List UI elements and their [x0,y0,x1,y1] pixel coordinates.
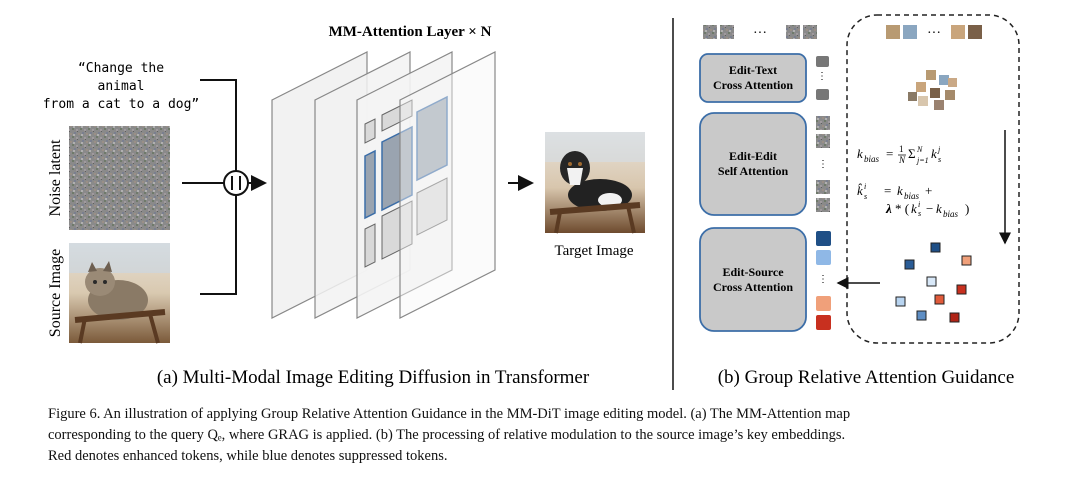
relative-guidance-region [846,14,1020,344]
modulated-token-scatter [895,242,972,323]
svg-text:i: i [918,200,920,209]
noise-latent-image [69,126,170,230]
edit-text-cross-attention-box [699,53,807,103]
svg-text:+: + [925,183,932,198]
edit-text-label-2: Cross Attention [713,78,793,92]
svg-text:⋮: ⋮ [818,274,828,285]
svg-text:k̂: k̂ [857,183,863,198]
svg-text:⋮: ⋮ [818,159,828,170]
svg-text:=: = [884,183,891,198]
svg-text:bias: bias [943,209,959,219]
svg-text:⋮: ⋮ [817,71,827,82]
prompt-line-1: “Change the [78,61,164,76]
prompt-line-2: animal [98,79,145,94]
svg-text:N: N [916,145,923,154]
noise-token-row: ··· [703,25,817,41]
target-image-label: Target Image [554,243,633,259]
svg-text:···: ··· [753,26,767,41]
svg-text:* (: * ( [895,201,909,216]
svg-text:···: ··· [927,26,941,41]
source-image [69,243,170,344]
source-token-column: ⋮ [816,231,831,330]
attention-layer-stack [271,51,496,319]
concat-icon [223,170,249,196]
svg-text:k: k [857,146,863,161]
edit-edit-label-2: Self Attention [718,164,789,178]
svg-text:λ: λ [885,201,892,216]
svg-text:bias: bias [864,154,880,164]
svg-text:1: 1 [899,144,904,154]
svg-text:j: j [937,145,941,154]
edit-token-column: ⋮ [816,116,830,212]
svg-text:k: k [911,201,917,216]
svg-text:s: s [864,192,867,201]
text-token-column: ⋮ [816,56,829,100]
subcaption-a: (a) Multi-Modal Image Editing Diffusion … [157,367,590,388]
edit-source-cross-attention-box [699,227,807,332]
figure-caption-line-3: Red denotes enhanced tokens, while blue … [48,448,448,464]
subcaption-b: (b) Group Relative Attention Guidance [718,367,1015,388]
figure-caption-line-1: Figure 6. An illustration of applying Gr… [48,406,851,422]
prompt-connector [200,79,237,181]
svg-text:k: k [936,201,942,216]
svg-text:s: s [938,155,941,164]
edit-edit-label-1: Edit-Edit [729,149,777,163]
svg-text:i: i [864,182,866,191]
svg-text:−: − [926,201,933,216]
edit-source-label-1: Edit-Source [722,265,784,279]
noise-latent-label: Noise latent [47,139,64,216]
source-image-label: Source Image [47,249,64,337]
mm-attention-title: MM-Attention Layer × N [329,24,492,40]
target-image [545,132,645,234]
source-thumbnail-cluster [908,70,957,110]
prompt-line-3: from a cat to a dog” [43,97,200,112]
khat-formula: k̂ i s = k bias + λ * ( k i s − k bias ) [857,182,969,219]
svg-text:k: k [931,146,937,161]
kbias-formula: k bias = 1 N Σ N j=1 k j s [857,144,941,165]
figure-caption-line-2: corresponding to the query Qₑ, where GRA… [48,427,846,443]
svg-text:Σ: Σ [908,146,916,161]
edit-edit-self-attention-box [699,112,807,216]
svg-text:j=1: j=1 [916,156,929,165]
svg-text:k: k [897,183,903,198]
svg-text:): ) [965,201,969,216]
edit-text-label-1: Edit-Text [729,63,777,77]
svg-text:s: s [918,209,921,218]
source-connector [200,181,237,295]
svg-text:N: N [898,155,906,165]
source-thumbnail-row: ··· [886,25,982,41]
svg-text:bias: bias [904,191,920,201]
figure-caption: Figure 6. An illustration of applying Gr… [48,404,1068,467]
svg-text:=: = [886,146,893,161]
edit-source-label-2: Cross Attention [713,280,793,294]
